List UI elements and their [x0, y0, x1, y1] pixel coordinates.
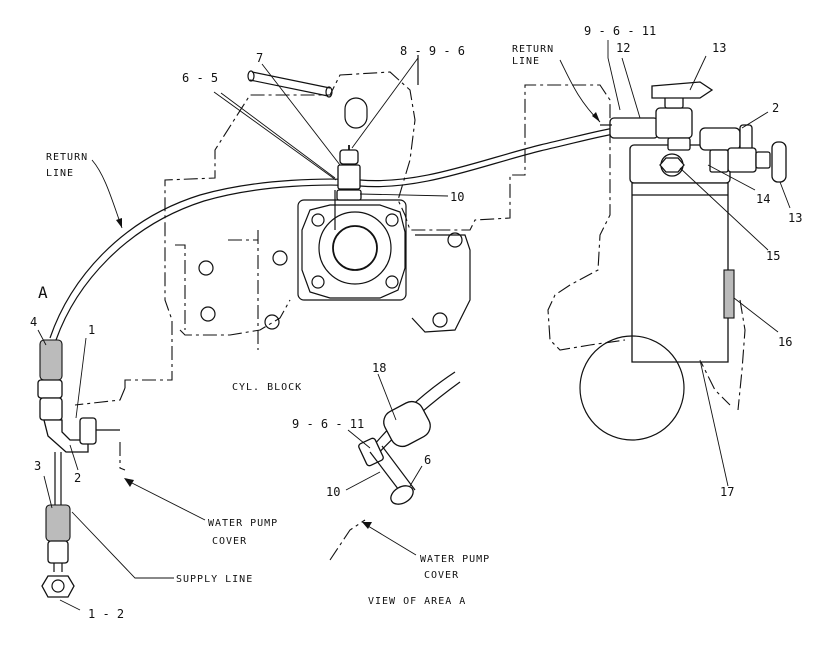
- callout-8-9-6: 8 - 9 - 6: [400, 44, 465, 58]
- callout-16: 16: [778, 335, 792, 349]
- callout-12: 12: [616, 41, 630, 55]
- callout-A: A: [38, 283, 48, 302]
- mounting-flange: [198, 199, 471, 333]
- callout-2-right: 2: [772, 101, 779, 115]
- callout-1: 1: [88, 323, 95, 337]
- callout-10-top: 10: [450, 190, 464, 204]
- callout-10-view: 10: [326, 485, 340, 499]
- callout-labels: 9 - 6 - 11 12 13 RETURN LINE 7 8 - 9 - 6…: [30, 24, 802, 621]
- callout-15: 15: [766, 249, 780, 263]
- callout-return-line-top-1: RETURN: [512, 44, 554, 55]
- callout-supply-line: SUPPLY LINE: [176, 574, 253, 585]
- callout-6-view: 6: [424, 453, 431, 467]
- leader-lines: [37, 40, 791, 611]
- pipe-top: [247, 55, 419, 230]
- callout-9-6-11-top: 9 - 6 - 11: [584, 24, 656, 38]
- supply-line-assembly: [37, 339, 126, 598]
- callout-water-pump-cover-2: COVER: [212, 536, 247, 547]
- callout-1-2: 1 - 2: [88, 607, 124, 621]
- cylinder-block-outline: [74, 71, 746, 411]
- fuel-filter-assembly: [579, 81, 787, 441]
- top-fitting: [336, 145, 362, 201]
- callout-4: 4: [30, 315, 37, 329]
- callout-6-5: 6 - 5: [182, 71, 218, 85]
- callout-3: 3: [34, 459, 41, 473]
- callout-9-6-11-view: 9 - 6 - 11: [292, 417, 364, 431]
- callout-13-right: 13: [788, 211, 802, 225]
- callout-return-line-left-1: RETURN: [46, 152, 88, 163]
- callout-water-pump-cover-view-2: COVER: [424, 570, 459, 581]
- callout-view-of-area-a: VIEW OF AREA A: [368, 596, 466, 607]
- callout-14: 14: [756, 192, 770, 206]
- callout-7: 7: [256, 51, 263, 65]
- callout-water-pump-cover-view-1: WATER PUMP: [420, 554, 490, 565]
- callout-return-line-left-2: LINE: [46, 168, 74, 179]
- callout-18: 18: [372, 361, 386, 375]
- callout-13-top: 13: [712, 41, 726, 55]
- view-of-area-a: [329, 371, 461, 561]
- callout-2-left: 2: [74, 471, 81, 485]
- callout-cyl-block: CYL. BLOCK: [232, 382, 302, 393]
- callout-return-line-top-2: LINE: [512, 56, 540, 67]
- callout-water-pump-cover-1: WATER PUMP: [208, 518, 278, 529]
- return-line-main: [49, 127, 616, 341]
- callout-17: 17: [720, 485, 734, 499]
